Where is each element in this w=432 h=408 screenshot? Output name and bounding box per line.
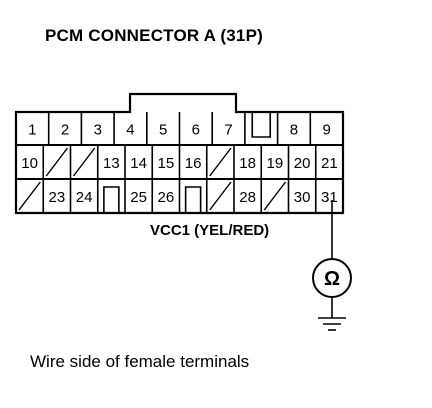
wire-label: VCC1 (YEL/RED) (150, 222, 270, 239)
pin-label-9: 9 (322, 122, 330, 139)
pin-label-25: 25 (130, 189, 147, 206)
key-notch (251, 112, 272, 138)
pin-label-19: 19 (267, 155, 284, 172)
connector-title: PCM CONNECTOR A (31P) (45, 26, 263, 45)
pin-label-13: 13 (103, 155, 120, 172)
pin-label-8: 8 (290, 122, 298, 139)
empty-cavity-slash (72, 147, 96, 177)
empty-cavity-slash (209, 147, 232, 177)
diagram-caption: Wire side of female terminals (30, 352, 250, 371)
empty-cavity-slash (263, 181, 287, 211)
empty-cavity-slash (45, 147, 69, 177)
pin-label-7: 7 (224, 122, 232, 139)
pin-label-14: 14 (130, 155, 147, 172)
pin-label-18: 18 (239, 155, 256, 172)
key-notch (103, 186, 120, 213)
pin-label-24: 24 (76, 189, 93, 206)
empty-cavity-slash (18, 181, 41, 211)
pin-label-3: 3 (94, 122, 102, 139)
pin-label-15: 15 (158, 155, 175, 172)
pin-label-4: 4 (126, 122, 134, 139)
pin-label-2: 2 (61, 122, 69, 139)
pin-label-1: 1 (28, 122, 36, 139)
pin-label-20: 20 (294, 155, 311, 172)
ohm-glyph: Ω (324, 268, 340, 290)
pin-label-10: 10 (21, 155, 38, 172)
key-notch (184, 186, 202, 213)
pin-label-5: 5 (159, 122, 167, 139)
empty-cavity-slash (209, 181, 232, 211)
pin-label-30: 30 (294, 189, 311, 206)
pin-label-28: 28 (239, 189, 256, 206)
ground-icon (318, 317, 346, 331)
pin-label-21: 21 (321, 155, 338, 172)
pin-label-23: 23 (49, 189, 66, 206)
pin-label-26: 26 (158, 189, 175, 206)
pin-label-16: 16 (185, 155, 202, 172)
pin-label-31: 31 (321, 189, 338, 206)
pin-label-6: 6 (192, 122, 200, 139)
